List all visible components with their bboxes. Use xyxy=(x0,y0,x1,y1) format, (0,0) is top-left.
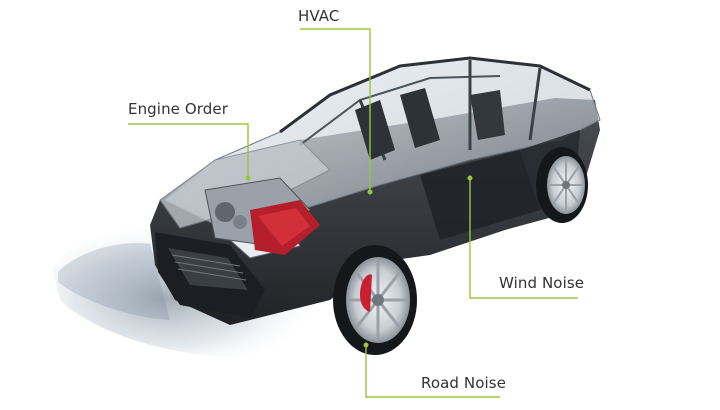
label-wind-noise: Wind Noise xyxy=(499,274,585,292)
label-hvac: HVAC xyxy=(298,7,340,25)
callout-dot-engine-order xyxy=(245,175,251,181)
front-wheel xyxy=(333,245,417,355)
callout-line-road-noise xyxy=(365,345,500,398)
callout-lines xyxy=(128,28,578,398)
label-road-noise: Road Noise xyxy=(421,374,507,392)
callout-line-wind-noise xyxy=(469,178,578,299)
engine-block xyxy=(204,177,320,255)
callout-line-hvac xyxy=(300,28,371,192)
interior-seats xyxy=(355,88,505,160)
callout-dot-hvac xyxy=(367,189,373,195)
callout-dots xyxy=(245,175,473,348)
callout-dot-road-noise xyxy=(363,342,369,348)
label-engine-order: Engine Order xyxy=(128,100,229,118)
callout-line-engine-order xyxy=(128,123,249,178)
rear-wheel xyxy=(536,147,588,223)
callout-dot-wind-noise xyxy=(467,175,473,181)
